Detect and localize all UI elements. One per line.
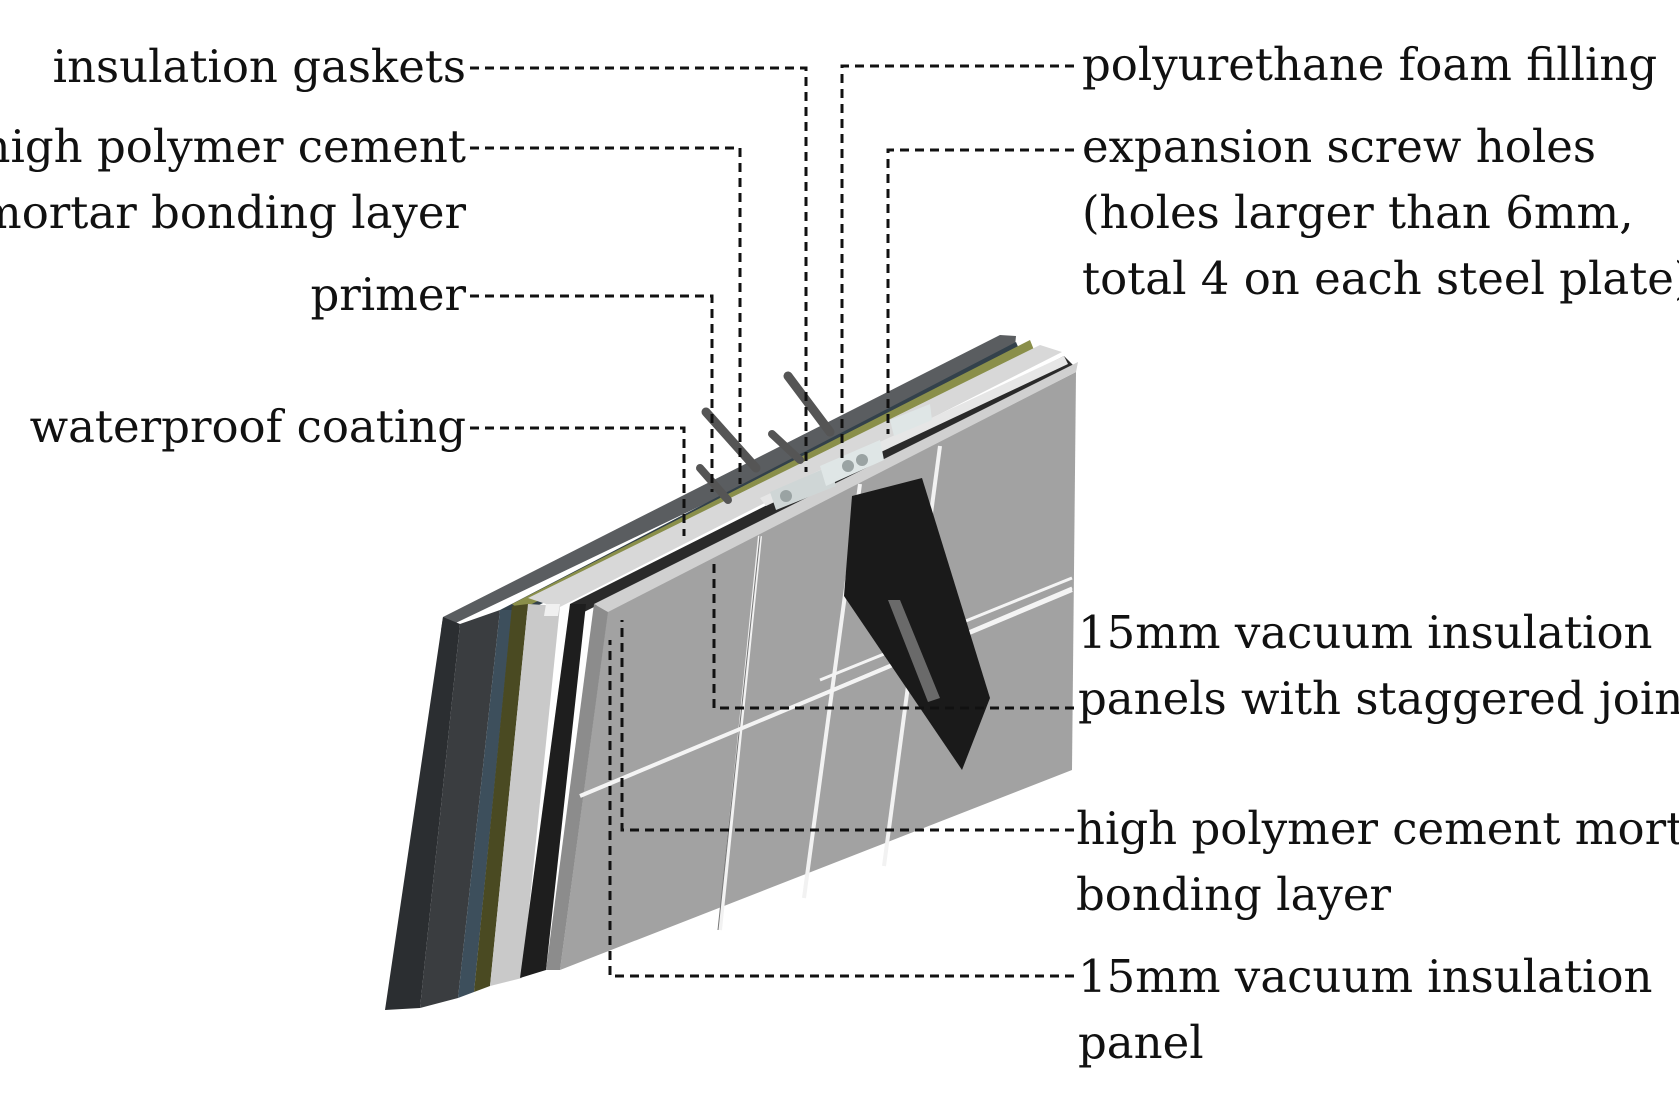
leader-vip-staggered bbox=[712, 560, 1074, 710]
leader-polyurethane bbox=[840, 64, 1074, 464]
leader-vip bbox=[608, 640, 1074, 978]
leader-lines bbox=[470, 64, 1074, 978]
vip-top-edge bbox=[760, 356, 1068, 510]
label-high-polymer-bottom: high polymer cement mortar bonding layer bbox=[1076, 802, 1679, 921]
vacuum-insulation-panel-outer bbox=[546, 362, 1078, 970]
steel-plate bbox=[844, 478, 990, 770]
expansion-screws bbox=[696, 371, 835, 504]
label-vip: 15mm vacuum insulation panel bbox=[1078, 950, 1653, 1069]
label-insulation-gaskets: insulation gaskets bbox=[52, 40, 466, 93]
leader-waterproof bbox=[470, 426, 686, 536]
label-polyurethane-foam: polyurethane foam filling bbox=[1082, 38, 1658, 91]
label-high-polymer-top: high polymer cement mortar bonding layer bbox=[0, 120, 466, 239]
leader-insulation-gaskets bbox=[470, 66, 808, 472]
leader-primer bbox=[470, 294, 714, 492]
leader-expansion-screw bbox=[886, 148, 1074, 434]
substrate-layer bbox=[385, 335, 1016, 1010]
label-expansion-screw-holes: expansion screw holes (holes larger than… bbox=[1082, 120, 1679, 305]
label-waterproof-coating: waterproof coating bbox=[29, 400, 466, 453]
leader-high-polymer-top bbox=[470, 146, 742, 484]
label-vip-staggered: 15mm vacuum insulation panels with stagg… bbox=[1078, 606, 1679, 725]
leader-high-polymer-bottom bbox=[620, 620, 1074, 832]
label-primer: primer bbox=[310, 268, 466, 321]
